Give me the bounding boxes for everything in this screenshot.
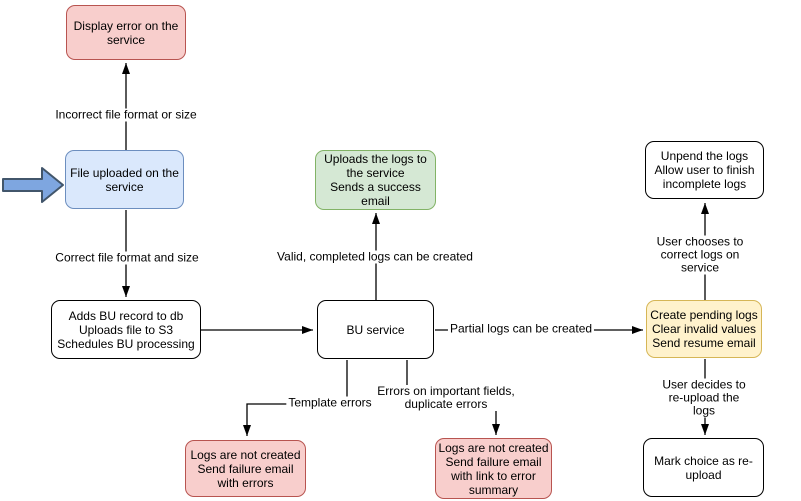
node-adds-bu-record: Adds BU record to db Uploads file to S3 … — [51, 300, 201, 359]
edge-label-template-errors: Template errors — [286, 395, 374, 410]
entry-arrow-icon — [2, 167, 64, 203]
edge-label-user-reuploads: User decides to re-upload the logs — [655, 378, 753, 418]
edge-label-valid-logs: Valid, completed logs can be created — [275, 249, 475, 264]
edge-label-user-corrects: User chooses to correct logs on service — [649, 235, 751, 275]
edge-label-correct-format: Correct file format and size — [53, 250, 201, 265]
edge-label-important-field-errors: Errors on important fields, duplicate er… — [375, 384, 517, 411]
node-display-error: Display error on the service — [66, 5, 186, 60]
node-bu-service: BU service — [317, 300, 434, 359]
node-file-uploaded: File uploaded on the service — [65, 150, 184, 209]
node-uploads-logs: Uploads the logs to the service Sends a … — [315, 150, 436, 210]
node-unpend-logs: Unpend the logs Allow user to finish inc… — [645, 141, 764, 199]
node-logs-not-created-errors: Logs are not created Send failure email … — [185, 440, 306, 497]
edge-label-partial-logs: Partial logs can be created — [447, 321, 595, 336]
node-logs-not-created-summary: Logs are not created Send failure email … — [435, 438, 552, 499]
node-mark-choice-reupload: Mark choice as re- upload — [643, 438, 764, 497]
edge-label-incorrect-format: Incorrect file format or size — [53, 107, 199, 122]
node-create-pending-logs: Create pending logs Clear invalid values… — [646, 300, 762, 358]
